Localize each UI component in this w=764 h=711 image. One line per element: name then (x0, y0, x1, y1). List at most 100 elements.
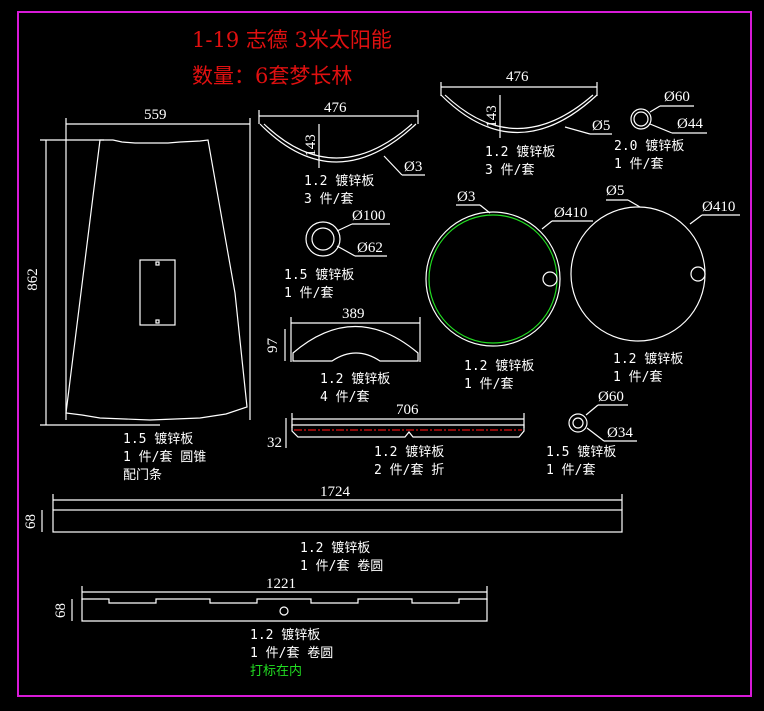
dim-disc-green-hole: Ø3 (457, 189, 476, 205)
arc-large-note-qty: 3 件/套 (485, 163, 535, 178)
leader-phi410b (689, 214, 703, 225)
disc-side-hole (690, 266, 706, 282)
arc-outer (440, 94, 598, 133)
arc-inner (263, 123, 413, 159)
arc-small-note-qty: 3 件/套 (304, 192, 354, 207)
disc-green-note-qty: 1 件/套 (464, 377, 514, 392)
dim-notched-height: 68 (53, 603, 69, 618)
dim-ring-60: Ø60 (664, 89, 690, 105)
drawing-title: 1-19 志德 3米太阳能 (192, 28, 392, 52)
disc-outer (425, 211, 561, 347)
disc-green-part (425, 204, 593, 347)
dim-ring-34: Ø34 (607, 425, 633, 441)
ring-100-62-part (305, 221, 390, 257)
disc-plain-note-material: 1.2 镀锌板 (613, 352, 684, 367)
arc-small-part (258, 110, 425, 176)
leader-phi34 (586, 427, 605, 442)
cone-note-qty: 1 件/套 圆锥 (123, 450, 207, 465)
disc-plain-note-qty: 1 件/套 (613, 370, 663, 385)
ring-60-44-note-material: 2.0 镀锌板 (614, 139, 685, 154)
leader-phi60b (585, 404, 599, 416)
cone-outline (65, 139, 248, 421)
notched-note-material: 1.2 镀锌板 (250, 628, 321, 643)
fold-note-material: 1.2 镀锌板 (374, 445, 445, 460)
dim-ring-100: Ø100 (352, 208, 386, 224)
dim-fold-height: 32 (267, 435, 282, 451)
dim-notched-width: 1221 (266, 576, 296, 592)
long-note-material: 1.2 镀锌板 (300, 541, 371, 556)
dim-fold-width: 706 (396, 402, 419, 418)
arc-outer (259, 123, 417, 163)
disc-outer (570, 206, 706, 342)
notched-strip-part (71, 586, 488, 622)
dim-cone-height: 862 (24, 268, 41, 291)
ring-outer (305, 221, 341, 257)
arch-plate-part (284, 317, 421, 362)
leader-phi44 (649, 123, 673, 134)
fold-note-qty: 2 件/套 折 (374, 463, 445, 478)
long-note-qty: 1 件/套 卷圆 (300, 559, 384, 574)
door-hole-bottom (155, 319, 160, 324)
leader-phi5 (564, 126, 591, 135)
ring-100-62-note-qty: 1 件/套 (284, 286, 334, 301)
dim-arch-width: 389 (342, 306, 365, 322)
leader-phi5b (627, 199, 641, 208)
dim-arc-large-width: 476 (506, 69, 529, 85)
dim-long-height: 68 (23, 514, 39, 529)
leader-phi100 (336, 223, 353, 232)
arch-outline (292, 326, 419, 362)
dim-arc-small-width: 476 (324, 100, 347, 116)
ring-inner (572, 417, 584, 429)
quantity-label: 数量：6套梦长林 (192, 64, 353, 88)
ring-60-44-note-qty: 1 件/套 (614, 157, 664, 172)
notched-marking-note: 打标在内 (250, 664, 303, 679)
long-strip-part (41, 494, 623, 533)
dim-cone-width: 559 (144, 107, 167, 123)
door-hole-top (155, 261, 160, 266)
leader-phi60 (649, 105, 661, 113)
dim-arch-height: 97 (265, 338, 281, 353)
dim-long-width: 1724 (320, 484, 350, 500)
leader-phi62 (336, 245, 356, 257)
cone-part (40, 118, 251, 426)
fold-strip-part (285, 413, 525, 448)
dim-arc-small-hole: Ø3 (404, 159, 423, 175)
dim-arc-large-height: 143 (483, 105, 500, 128)
disc-green-note-material: 1.2 镀锌板 (464, 359, 535, 374)
ring-60-34-note-qty: 1 件/套 (546, 463, 596, 478)
leader-phi410 (541, 220, 553, 230)
door-cutout (139, 259, 176, 326)
ring-60-44-part (630, 105, 707, 134)
ring-inner (633, 111, 649, 127)
dim-ring-62: Ø62 (357, 240, 383, 256)
notched-strip-outline (81, 598, 488, 622)
dim-ring-60b: Ø60 (598, 389, 624, 405)
drawing-frame (17, 11, 752, 697)
dim-arc-large-hole: Ø5 (592, 118, 611, 134)
disc-green-ring (428, 214, 558, 344)
cone-note-extra: 配门条 (123, 468, 163, 483)
leader-phi3 (383, 155, 403, 176)
arch-note-qty: 4 件/套 (320, 390, 370, 405)
disc-plain-part (570, 199, 740, 342)
center-hole (279, 606, 289, 616)
disc-side-hole (542, 271, 558, 287)
dim-arc-small-height: 143 (302, 134, 319, 157)
dim-disc-plain-diameter: Ø410 (702, 199, 736, 215)
arc-small-note-material: 1.2 镀锌板 (304, 174, 375, 189)
long-strip-outline (52, 509, 623, 533)
ring-inner (311, 227, 335, 251)
arc-large-part (440, 82, 612, 138)
dim-disc-plain-hole: Ø5 (606, 183, 625, 199)
fold-strip-outline (291, 424, 525, 438)
ring-60-34-note-material: 1.5 镀锌板 (546, 445, 617, 460)
dim-ring-44: Ø44 (677, 116, 703, 132)
notched-note-qty: 1 件/套 卷圆 (250, 646, 334, 661)
arc-large-note-material: 1.2 镀锌板 (485, 145, 556, 160)
arch-note-material: 1.2 镀锌板 (320, 372, 391, 387)
dim-disc-green-diameter: Ø410 (554, 205, 588, 221)
ring-outer (630, 108, 652, 130)
cone-note-material: 1.5 镀锌板 (123, 432, 194, 447)
arc-inner (444, 94, 594, 130)
